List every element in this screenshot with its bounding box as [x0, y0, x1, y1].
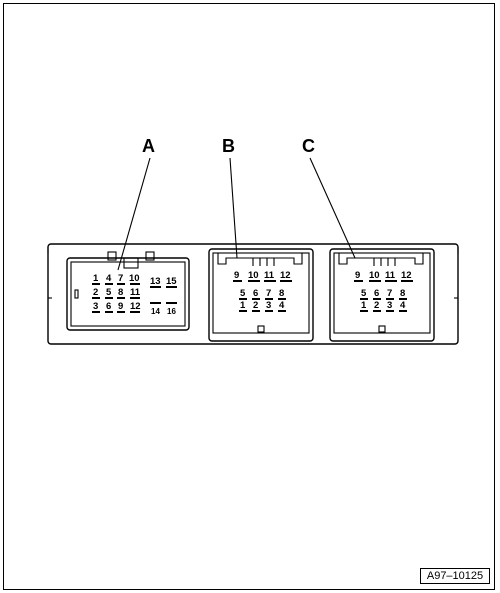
pin-label: 15: [166, 276, 177, 287]
pin-label: 6: [106, 301, 111, 312]
pin-contact: [150, 302, 161, 304]
pin-contact: [373, 298, 381, 300]
pin-contact: [386, 310, 394, 312]
pin-contact: [369, 280, 381, 282]
pin-label: 2: [374, 300, 379, 311]
pin-label: 2: [93, 287, 98, 298]
pin-contact: [399, 298, 407, 300]
pin-contact: [373, 310, 381, 312]
pin-label: 7: [387, 288, 392, 299]
pin-label: 1: [93, 273, 99, 284]
pin-label: 2: [253, 300, 258, 311]
connector-housing: [47, 243, 459, 345]
connector-c: 9 10 11 12 5 6 7 8 1 2 3 4: [329, 248, 435, 342]
pin-contact: [117, 311, 125, 313]
label-c: C: [302, 136, 315, 156]
pin-label: 5: [240, 288, 246, 299]
leader-line-a: [117, 157, 151, 271]
pin-contact: [385, 280, 397, 282]
pin-label: 13: [150, 276, 161, 287]
pin-contact: [252, 310, 260, 312]
leader-line-c: [309, 157, 356, 259]
pin-contact: [150, 286, 161, 288]
pin-label: 8: [118, 287, 123, 298]
connector-b: 9 10 11 12 5 6 7 8 1 2 3 4: [208, 248, 314, 342]
pin-contact: [105, 297, 113, 299]
pin-contact: [239, 298, 247, 300]
pin-contact: [130, 283, 140, 285]
pin-contact: [280, 280, 292, 282]
pin-label: 10: [369, 270, 380, 281]
pin-label: 10: [129, 273, 140, 284]
pin-label: 4: [279, 300, 285, 311]
diagram-frame: [3, 3, 495, 590]
pin-contact: [360, 298, 368, 300]
pin-label: 6: [253, 288, 258, 299]
pin-label: 11: [385, 270, 396, 281]
pin-contact: [130, 311, 140, 313]
pin-label: 5: [361, 288, 367, 299]
pin-contact: [399, 310, 407, 312]
pin-contact: [166, 286, 177, 288]
pin-label: 1: [361, 300, 367, 311]
pin-contact: [92, 283, 100, 285]
pin-contact: [360, 310, 368, 312]
pin-label: 7: [266, 288, 271, 299]
pin-label: 1: [240, 300, 246, 311]
pin-label: 16: [167, 307, 176, 316]
connector-a-body: [66, 257, 190, 331]
pin-contact: [386, 298, 394, 300]
pin-label: 14: [151, 307, 160, 316]
pin-contact: [166, 302, 177, 304]
pin-contact: [401, 280, 413, 282]
pin-label: 9: [234, 270, 239, 281]
pin-contact: [105, 283, 113, 285]
pin-label: 3: [266, 300, 271, 311]
pin-label: 8: [279, 288, 284, 299]
pin-label: 4: [106, 273, 112, 284]
pin-label: 3: [93, 301, 98, 312]
pin-label: 9: [355, 270, 360, 281]
pin-contact: [92, 311, 100, 313]
pin-label: 6: [374, 288, 379, 299]
pin-label: 7: [118, 273, 123, 284]
pin-label: 12: [280, 270, 291, 281]
pin-label: 8: [400, 288, 405, 299]
connector-a: 1 4 7 10 13 15 2 5 8 11 3 6 9 12 14: [66, 251, 190, 331]
pin-contact: [239, 310, 247, 312]
pin-contact: [265, 298, 273, 300]
label-b: B: [222, 136, 235, 156]
pin-label: 4: [400, 300, 406, 311]
pin-label: 11: [130, 287, 141, 298]
connector-b-body: [208, 248, 314, 342]
pin-contact: [117, 297, 125, 299]
leader-line-b: [229, 157, 238, 259]
pin-contact: [278, 298, 286, 300]
pin-contact: [105, 311, 113, 313]
pin-label: 5: [106, 287, 112, 298]
pin-label: 9: [118, 301, 123, 312]
pin-contact: [278, 310, 286, 312]
pin-label: 12: [401, 270, 412, 281]
pin-contact: [130, 297, 140, 299]
pin-contact: [92, 297, 100, 299]
pin-contact: [264, 280, 276, 282]
pin-label: 10: [248, 270, 259, 281]
pin-contact: [354, 280, 363, 282]
pin-contact: [117, 283, 125, 285]
pin-label: 11: [264, 270, 275, 281]
connector-c-body: [329, 248, 435, 342]
label-a: A: [142, 136, 155, 156]
pin-contact: [248, 280, 260, 282]
pin-label: 12: [130, 301, 141, 312]
pin-contact: [233, 280, 242, 282]
reference-code: A97–10125: [420, 568, 490, 584]
pin-contact: [265, 310, 273, 312]
pin-contact: [252, 298, 260, 300]
pin-label: 3: [387, 300, 392, 311]
